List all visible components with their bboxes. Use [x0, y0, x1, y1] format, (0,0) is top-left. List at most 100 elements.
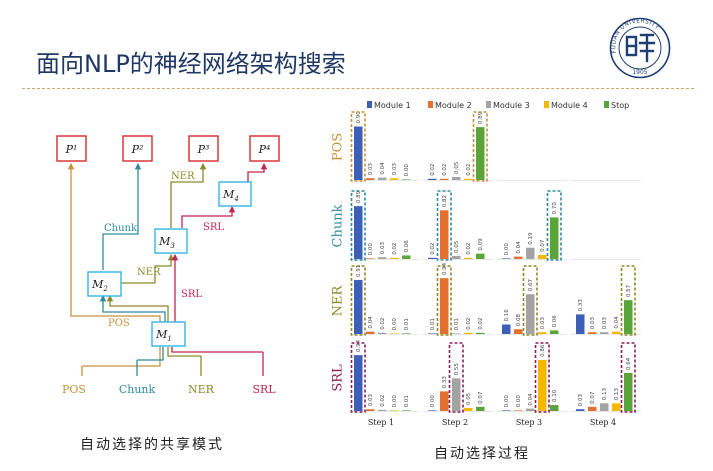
- module-box-m2: M2: [87, 271, 122, 297]
- highlight-box-r3-c3: [620, 342, 636, 413]
- bar-r0-c1-m3: [464, 178, 473, 180]
- highlight-box-r2-c0: [350, 265, 366, 336]
- module-box-m1: M1: [151, 321, 186, 347]
- bar-r1-c1-m4: [476, 253, 485, 259]
- bar-r0-c1-m1: [440, 178, 449, 180]
- bar-r3-c0-m4: [402, 410, 411, 411]
- highlight-box-r2-c2: [522, 265, 538, 336]
- output-box-p3: P³: [188, 135, 219, 162]
- legend-label-3: Module 4: [551, 101, 588, 110]
- bar-value-label-r3-c1-m2: 0.55: [454, 363, 460, 376]
- input-label-srl: SRL: [252, 383, 276, 396]
- highlight-box-r2-c3: [620, 265, 636, 336]
- bar-value-label-r3-c3-m4: 0.64: [626, 357, 632, 370]
- bar-value-label-r1-c2-m2: 0.19: [528, 232, 534, 245]
- bar-value-label-r2-c0-m4: 0.01: [404, 318, 410, 330]
- bar-value-label-r1-c0-m0: 0.89: [356, 190, 362, 203]
- bar-value-label-r2-c0-m2: 0.02: [380, 318, 386, 330]
- path-srl: [171, 162, 268, 376]
- bar-value-label-r0-c0-m1: 0.03: [368, 162, 374, 175]
- bar-value-label-r3-c3-m0: 0.03: [578, 393, 584, 406]
- bar-r2-c3-m0: [576, 314, 585, 334]
- bar-value-label-r3-c2-m1: 0.00: [516, 395, 522, 408]
- bar-value-label-r2-c1-m0: 0.01: [430, 318, 436, 330]
- bar-r2-c2-m0: [502, 324, 511, 334]
- svg-text:M2: M2: [91, 278, 108, 293]
- bar-value-label-r1-c2-m3: 0.07: [540, 239, 546, 252]
- bar-r2-c3-m1: [588, 332, 597, 334]
- edge-label-ner-m3: NER: [171, 171, 195, 182]
- path-pos: [67, 162, 161, 376]
- bar-value-label-r3-c3-m3: 0.13: [614, 388, 620, 401]
- legend-swatch-3: [544, 101, 549, 108]
- bar-value-label-r1-c1-m0: 0.02: [430, 243, 436, 255]
- bar-r1-c2-m4: [550, 217, 559, 259]
- bar-r0-c0-m3: [390, 178, 399, 180]
- bar-r2-c0-m1: [366, 331, 375, 334]
- bar-r3-c1-m1: [440, 391, 449, 411]
- bar-value-label-r0-c0-m4: 0.00: [404, 164, 410, 177]
- bar-value-label-r3-c1-m4: 0.07: [478, 391, 484, 404]
- step-label-1: Step 1: [368, 418, 394, 427]
- bar-value-label-r2-c0-m1: 0.04: [368, 316, 374, 329]
- bar-r1-c2-m0: [502, 258, 511, 259]
- bar-r3-c2-m1: [514, 410, 523, 411]
- bar-r2-c1-m3: [464, 332, 473, 334]
- output-box-p1: P¹: [56, 135, 87, 162]
- bar-value-label-r0-c1-m0: 0.02: [430, 164, 436, 176]
- row-label-chunk: Chunk: [331, 204, 346, 247]
- caption-shared-pattern: 自动选择的共享模式: [80, 437, 224, 453]
- legend-swatch-0: [367, 101, 372, 108]
- bar-value-label-r3-c3-m2: 0.13: [602, 388, 608, 401]
- bar-r2-c0-m4: [402, 333, 411, 334]
- highlight-box-r1-c1: [436, 190, 452, 261]
- bar-r0-c0-m1: [366, 178, 375, 180]
- svg-text:P⁴: P⁴: [258, 143, 271, 156]
- svg-text:P¹: P¹: [65, 143, 78, 156]
- bar-value-label-r1-c1-m3: 0.02: [466, 243, 472, 255]
- bar-value-label-r1-c2-m4: 0.70: [552, 202, 558, 215]
- bar-value-label-r2-c1-m2: 0.01: [454, 318, 460, 330]
- bar-value-label-r2-c2-m3: 0.03: [540, 316, 546, 329]
- highlight-box-r3-c2: [534, 342, 550, 413]
- edge-label-pos-m1: POS: [108, 318, 130, 329]
- bar-r0-c1-m2: [452, 177, 461, 180]
- bar-r1-c0-m0: [354, 206, 363, 259]
- bar-r1-c0-m2: [378, 257, 387, 259]
- bar-value-label-r2-c3-m0: 0.33: [578, 299, 584, 312]
- bar-value-label-r3-c3-m1: 0.07: [590, 391, 596, 404]
- svg-text:M1: M1: [155, 328, 172, 343]
- svg-text:M4: M4: [222, 188, 239, 203]
- bar-r1-c1-m1: [440, 210, 449, 259]
- highlight-box-r1-c2: [546, 190, 562, 261]
- bar-r1-c1-m2: [452, 256, 461, 259]
- bar-r2-c1-m0: [428, 333, 437, 334]
- bar-value-label-r1-c1-m4: 0.09: [478, 238, 484, 251]
- architecture-diagram: P¹ P² P³ P⁴ M4 M3 M2 M1: [56, 135, 280, 396]
- title-divider: [22, 88, 694, 89]
- bar-value-label-r0-c1-m1: 0.02: [442, 164, 448, 176]
- bar-value-label-r2-c2-m1: 0.08: [516, 314, 522, 327]
- legend-label-2: Module 3: [493, 101, 530, 110]
- bar-r2-c3-m3: [612, 331, 621, 334]
- row-label-ner: NER: [331, 284, 346, 316]
- bar-value-label-r3-c2-m3: 0.86: [540, 344, 546, 357]
- input-label-pos: POS: [62, 383, 86, 396]
- bar-r2-c0-m2: [378, 332, 387, 334]
- bar-r1-c0-m1: [366, 258, 375, 259]
- bar-r0-c0-m0: [354, 126, 363, 180]
- bar-r2-c1-m1: [440, 278, 449, 334]
- bar-r1-c0-m4: [402, 255, 411, 259]
- bar-r3-c1-m0: [428, 410, 437, 411]
- module-box-m4: M4: [218, 181, 252, 207]
- bar-r3-c0-m3: [390, 410, 399, 411]
- bar-value-label-r3-c2-m0: 0.00: [504, 395, 510, 408]
- bar-r1-c1-m0: [428, 257, 437, 259]
- bar-r2-c2-m1: [514, 329, 523, 334]
- path-ner: [106, 162, 207, 376]
- bar-value-label-r2-c1-m3: 0.02: [466, 318, 472, 330]
- svg-text:P²: P²: [131, 143, 144, 156]
- bar-r0-c0-m4: [402, 179, 411, 180]
- legend-label-4: Stop: [611, 101, 629, 110]
- bar-r2-c3-m2: [600, 332, 609, 334]
